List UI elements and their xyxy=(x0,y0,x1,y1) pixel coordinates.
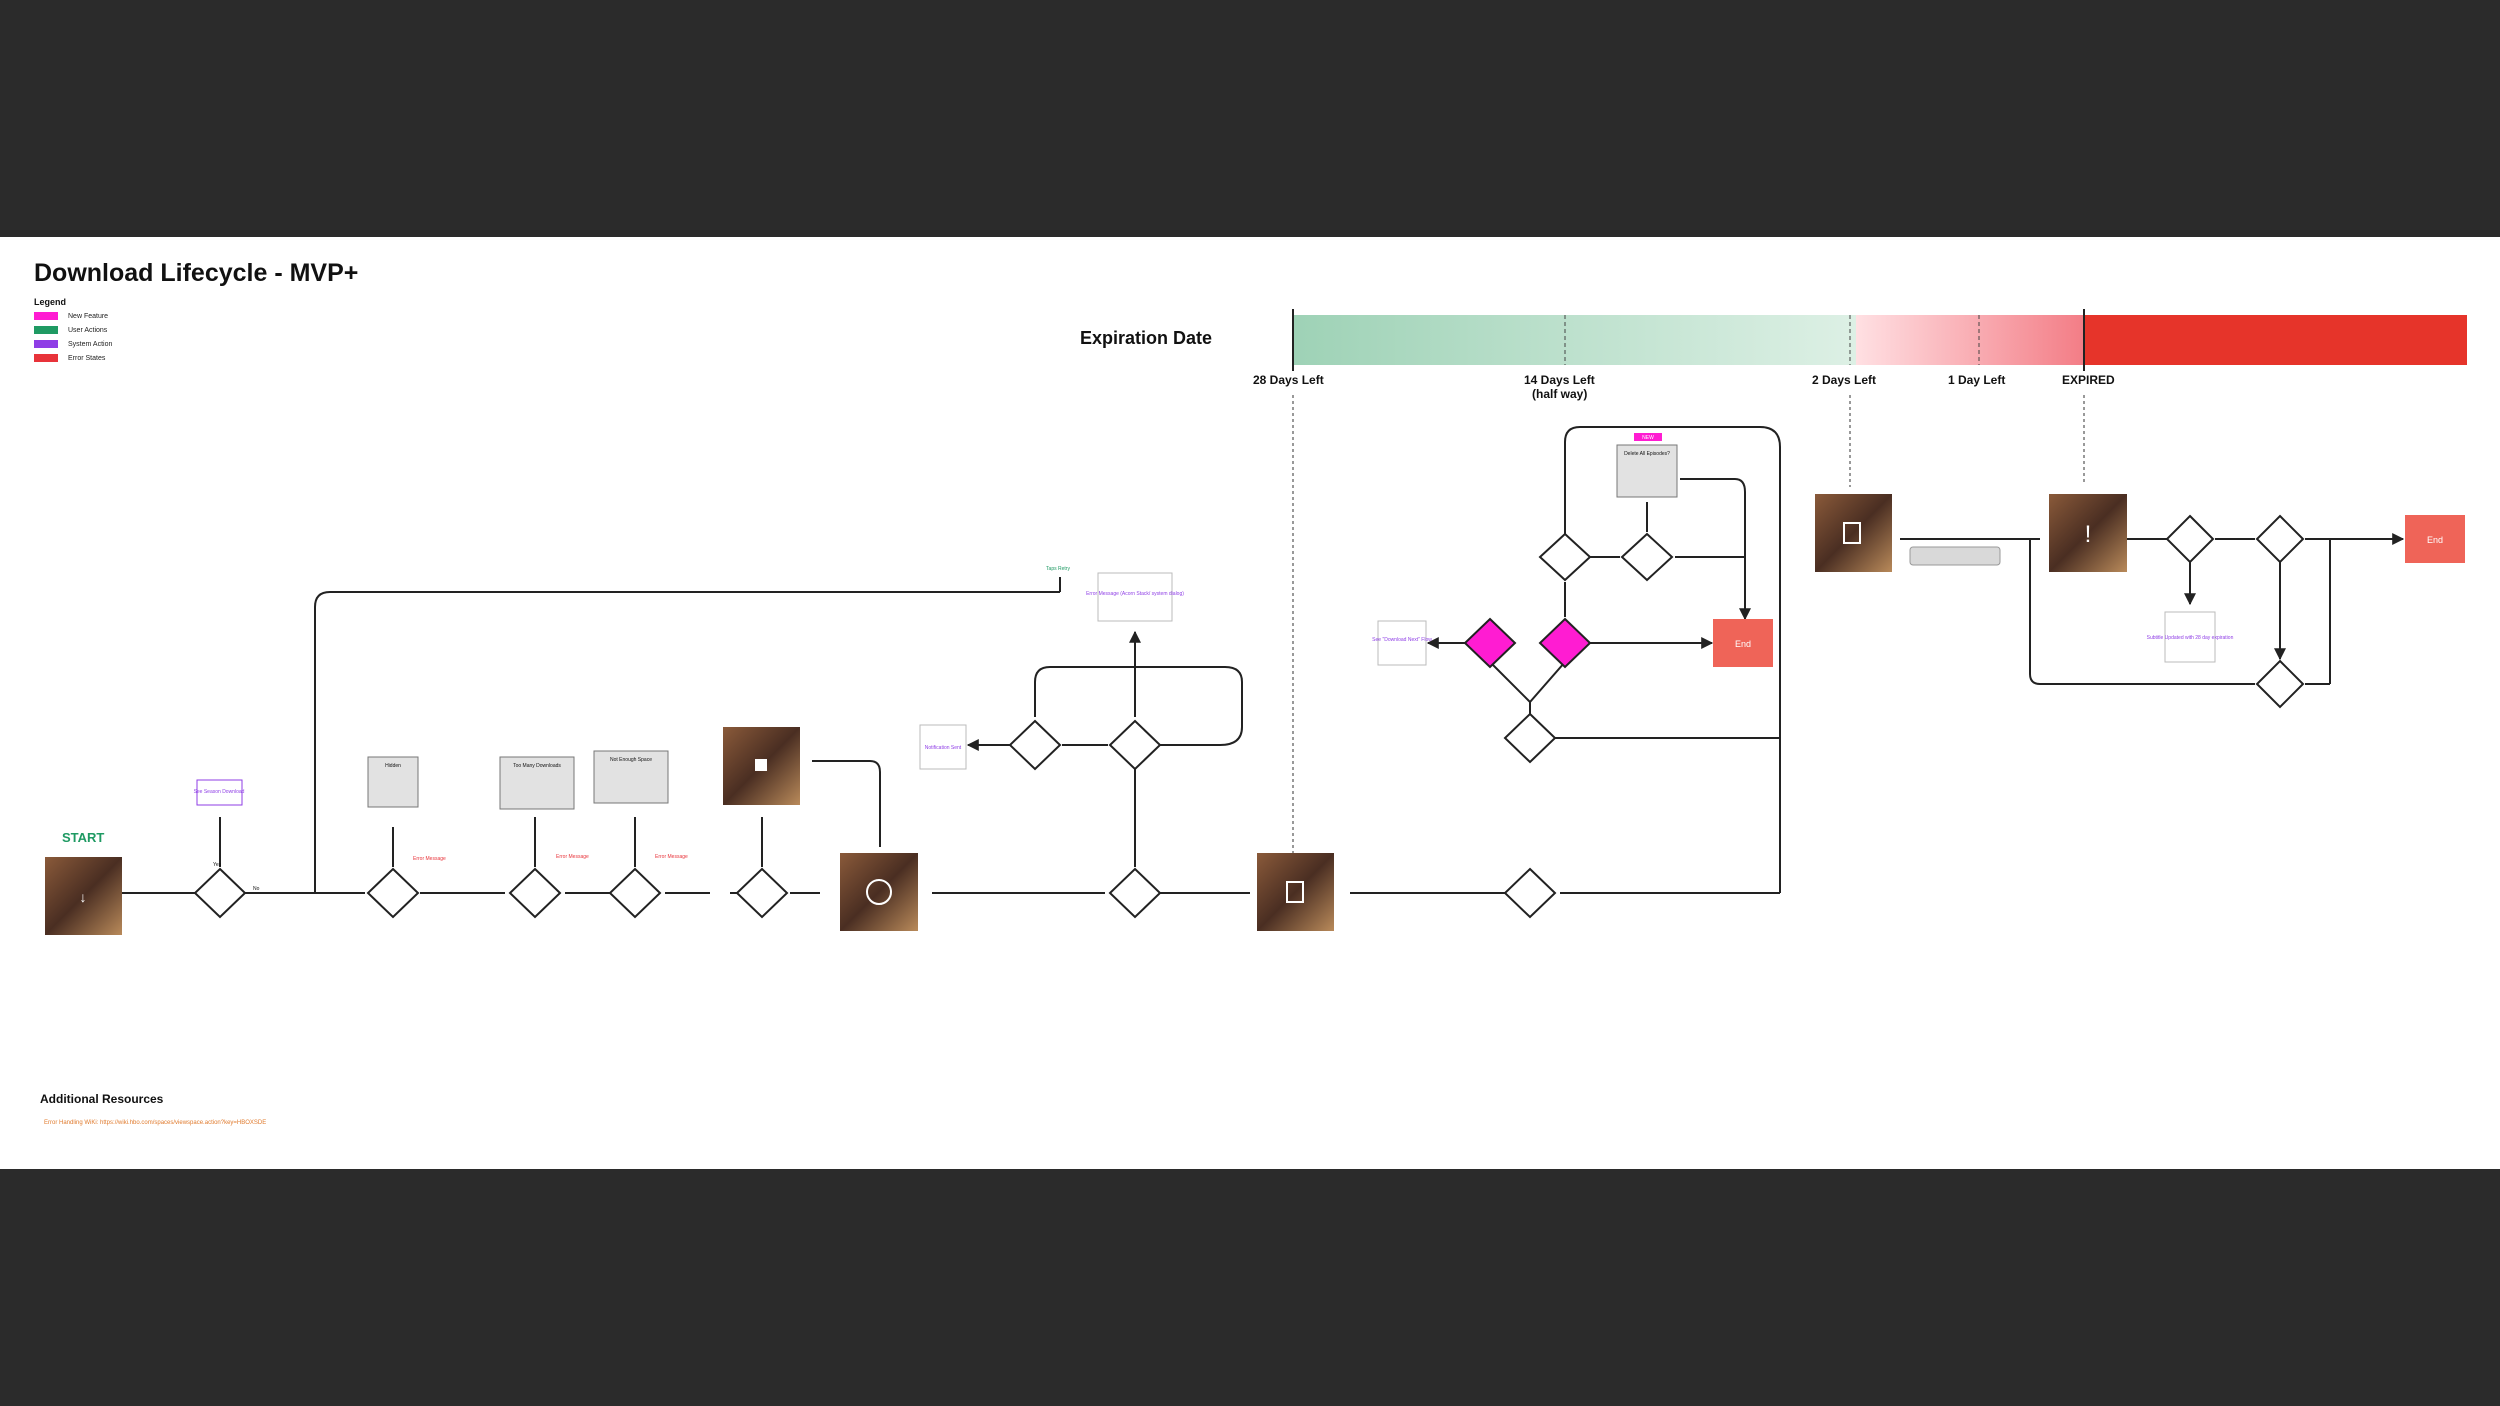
decision-download xyxy=(193,867,247,919)
new-badge xyxy=(1634,433,1662,441)
marker-14-days: 14 Days Left xyxy=(1524,373,1595,387)
decision-want-renew xyxy=(2165,514,2215,564)
taps-retry-label: Taps Retry xyxy=(1046,566,1070,572)
subtitle-updated-box xyxy=(2164,611,2216,663)
decision-max-downloads xyxy=(508,867,562,919)
decision-download-successful xyxy=(1108,867,1162,919)
thumb-2-days xyxy=(1815,494,1892,572)
error-message-box xyxy=(1097,572,1173,622)
error-message-label-2: Error Message xyxy=(556,854,589,860)
decision-notifications xyxy=(1008,719,1062,771)
option-no: No xyxy=(253,886,260,892)
legend-swatch xyxy=(34,312,58,320)
error-handling-wiki-link[interactable]: Error Handling WiKi: https://wiki.hbo.co… xyxy=(44,1120,267,1126)
decision-new-feature-1 xyxy=(1463,617,1517,669)
svg-text:↓: ↓ xyxy=(80,889,87,905)
new-badge-text: NEW xyxy=(1642,435,1654,441)
see-season-text: See Season Download xyxy=(194,789,245,795)
error-message-label-3: Error Message xyxy=(655,854,688,860)
thumb-28-days xyxy=(1257,853,1334,931)
decision-watching xyxy=(1503,867,1557,919)
legend-label: New Feature xyxy=(68,312,109,320)
end-box-2 xyxy=(2405,515,2465,563)
end-box-1 xyxy=(1713,619,1773,667)
too-many-dialog xyxy=(499,756,575,810)
additional-resources-title: Additional Resources xyxy=(40,1092,164,1106)
hidden-dialog xyxy=(367,756,419,808)
decision-space xyxy=(608,867,662,919)
decision-delete-series xyxy=(1620,532,1674,582)
see-download-next-text: See "Download Next" Flow xyxy=(1372,637,1432,643)
expiration-red-segment xyxy=(2084,315,2467,365)
error-message-box-text: Error Message (Acorn Stack/ system dialo… xyxy=(1086,591,1184,597)
thumb-paused xyxy=(840,853,918,931)
see-download-next-box xyxy=(1377,620,1427,666)
subtitle-updated-text: Subtitle Updated with 28 day expiration xyxy=(2147,635,2234,641)
decision-user-manually xyxy=(2255,659,2305,709)
legend-item-new-feature: New Feature xyxy=(34,312,108,320)
thumb-start: ↓ xyxy=(45,857,122,935)
decision-want-delete xyxy=(1538,532,1592,582)
legend-title: Legend xyxy=(34,297,67,307)
legend-label: User Actions xyxy=(68,326,108,334)
legend-item-system-action: System Action xyxy=(34,340,112,348)
legend-label: System Action xyxy=(68,340,113,348)
legend-swatch xyxy=(34,326,58,334)
marker-2-days: 2 Days Left xyxy=(1812,373,1876,387)
svg-text:!: ! xyxy=(2085,521,2092,548)
marker-1-day: 1 Day Left xyxy=(1948,373,2005,387)
end-label-1: End xyxy=(1735,639,1751,649)
notification-sent-box xyxy=(919,724,967,770)
diagram-board: Download Lifecycle - MVP+ Legend New Fea… xyxy=(0,237,2500,1169)
decision-finished xyxy=(1503,712,1557,764)
page-title: Download Lifecycle - MVP+ xyxy=(34,259,359,287)
see-season-box xyxy=(196,779,243,806)
start-label: START xyxy=(62,830,104,845)
expiration-label: Expiration Date xyxy=(1080,328,1212,348)
decision-delete-expired xyxy=(2255,514,2305,564)
error-message-label-1: Error Message xyxy=(413,856,446,862)
too-many-dialog-title: Too Many Downloads xyxy=(513,763,561,769)
delete-all-dialog-title: Delete All Episodes? xyxy=(1624,451,1670,457)
flowchart: Expiration Date 28 Days Left 14 Days Lef… xyxy=(45,309,2467,935)
not-enough-dialog xyxy=(593,750,669,804)
decision-new-feature-2 xyxy=(1538,617,1592,669)
legend-swatch xyxy=(34,354,58,362)
marker-half-way: (half way) xyxy=(1532,387,1587,401)
hidden-dialog-title: Hidden xyxy=(385,763,401,769)
not-enough-dialog-title: Not Enough Space xyxy=(610,757,652,763)
end-label-2: End xyxy=(2427,535,2443,545)
expiration-pink-segment xyxy=(1856,315,2084,365)
decision-user-status xyxy=(1108,719,1162,771)
legend-item-error-states: Error States xyxy=(34,354,105,362)
legend-label: Error States xyxy=(68,354,106,362)
decision-wifi xyxy=(735,867,789,919)
toast-message xyxy=(1909,546,2001,566)
option-yes: Yes xyxy=(213,862,222,868)
expiration-green-segment xyxy=(1293,315,1856,365)
thumb-downloading xyxy=(723,727,800,805)
marker-28-days: 28 Days Left xyxy=(1253,373,1324,387)
delete-all-dialog xyxy=(1616,444,1678,498)
legend-swatch xyxy=(34,340,58,348)
marker-expired: EXPIRED xyxy=(2062,373,2115,387)
legend-item-user-actions: User Actions xyxy=(34,326,107,334)
thumb-expired: ! xyxy=(2049,494,2127,572)
notification-sent-text: Notification Sent xyxy=(925,745,962,751)
decision-content xyxy=(366,867,420,919)
